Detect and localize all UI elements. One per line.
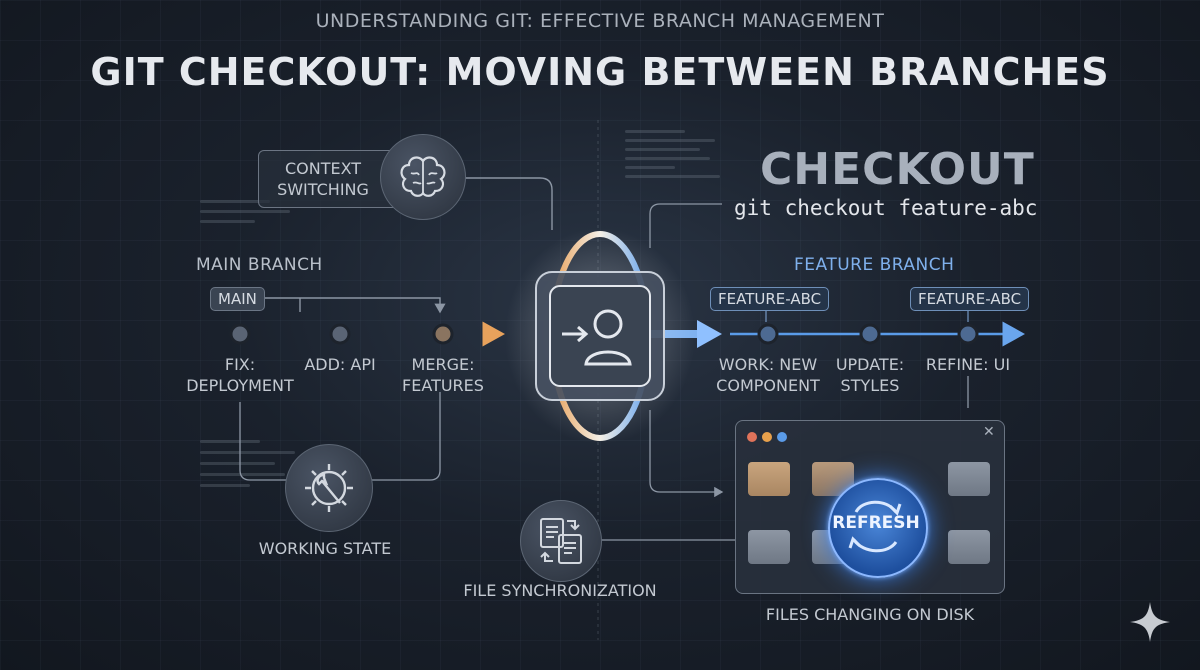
commit-node-work-new-component [757, 323, 779, 345]
feature-branch-tag: FEATURE-ABC [710, 287, 830, 311]
brain-icon [380, 134, 466, 220]
gear-wrench-icon [285, 444, 373, 532]
folder-icon [748, 530, 790, 564]
folder-icon [948, 462, 990, 496]
code-decoration-top [625, 130, 725, 184]
commit-label: ADD: API [304, 355, 376, 374]
close-icon[interactable]: ✕ [983, 424, 995, 440]
commit-label: FIX: DEPLOYMENT [186, 355, 294, 395]
commit-node-fix-deployment [229, 323, 251, 345]
refresh-label: REFRESH [832, 513, 920, 533]
checkout-heading: CHECKOUT [760, 144, 1035, 195]
window-dots [746, 428, 806, 447]
feature-branch-label: FEATURE BRANCH [794, 255, 955, 275]
checkout-command: git checkout feature-abc [734, 196, 1038, 220]
refresh-button[interactable] [828, 478, 928, 578]
folder-icon [748, 462, 790, 496]
code-decoration-bottom [200, 440, 320, 487]
main-branch-label: MAIN BRANCH [196, 255, 323, 275]
files-sync-icon [520, 500, 602, 582]
working-state-label: WORKING STATE [258, 539, 392, 558]
commit-node-update-styles [859, 323, 881, 345]
context-switching-box [258, 150, 400, 208]
user-switch-icon [550, 286, 650, 386]
code-decoration-left [200, 200, 300, 223]
commit-label: MERGE: FEATURES [402, 355, 484, 395]
files-changing-caption: FILES CHANGING ON DISK [765, 605, 975, 624]
folder-icon [948, 530, 990, 564]
commit-label: UPDATE: STYLES [835, 355, 905, 395]
checkout-portal [500, 226, 700, 446]
commit-node-refine-ui [957, 323, 979, 345]
page-subtitle: UNDERSTANDING GIT: EFFECTIVE BRANCH MANA… [315, 10, 885, 32]
commit-label: WORK: NEW COMPONENT [716, 355, 820, 395]
sparkle-icon [1128, 600, 1172, 648]
commit-node-add-api [329, 323, 351, 345]
file-sync-label: FILE SYNCHRONIZATION [463, 581, 657, 600]
refresh-arrows-icon [838, 486, 914, 570]
context-switching-label: CONTEXT SWITCHING [277, 159, 369, 199]
commit-label: REFINE: UI [925, 355, 1011, 374]
page-title: GIT CHECKOUT: MOVING BETWEEN BRANCHES [90, 50, 1110, 94]
commit-node-merge-features [432, 323, 454, 345]
feature-branch-tag: FEATURE-ABC [910, 287, 1030, 311]
main-branch-tag: MAIN [210, 287, 265, 311]
